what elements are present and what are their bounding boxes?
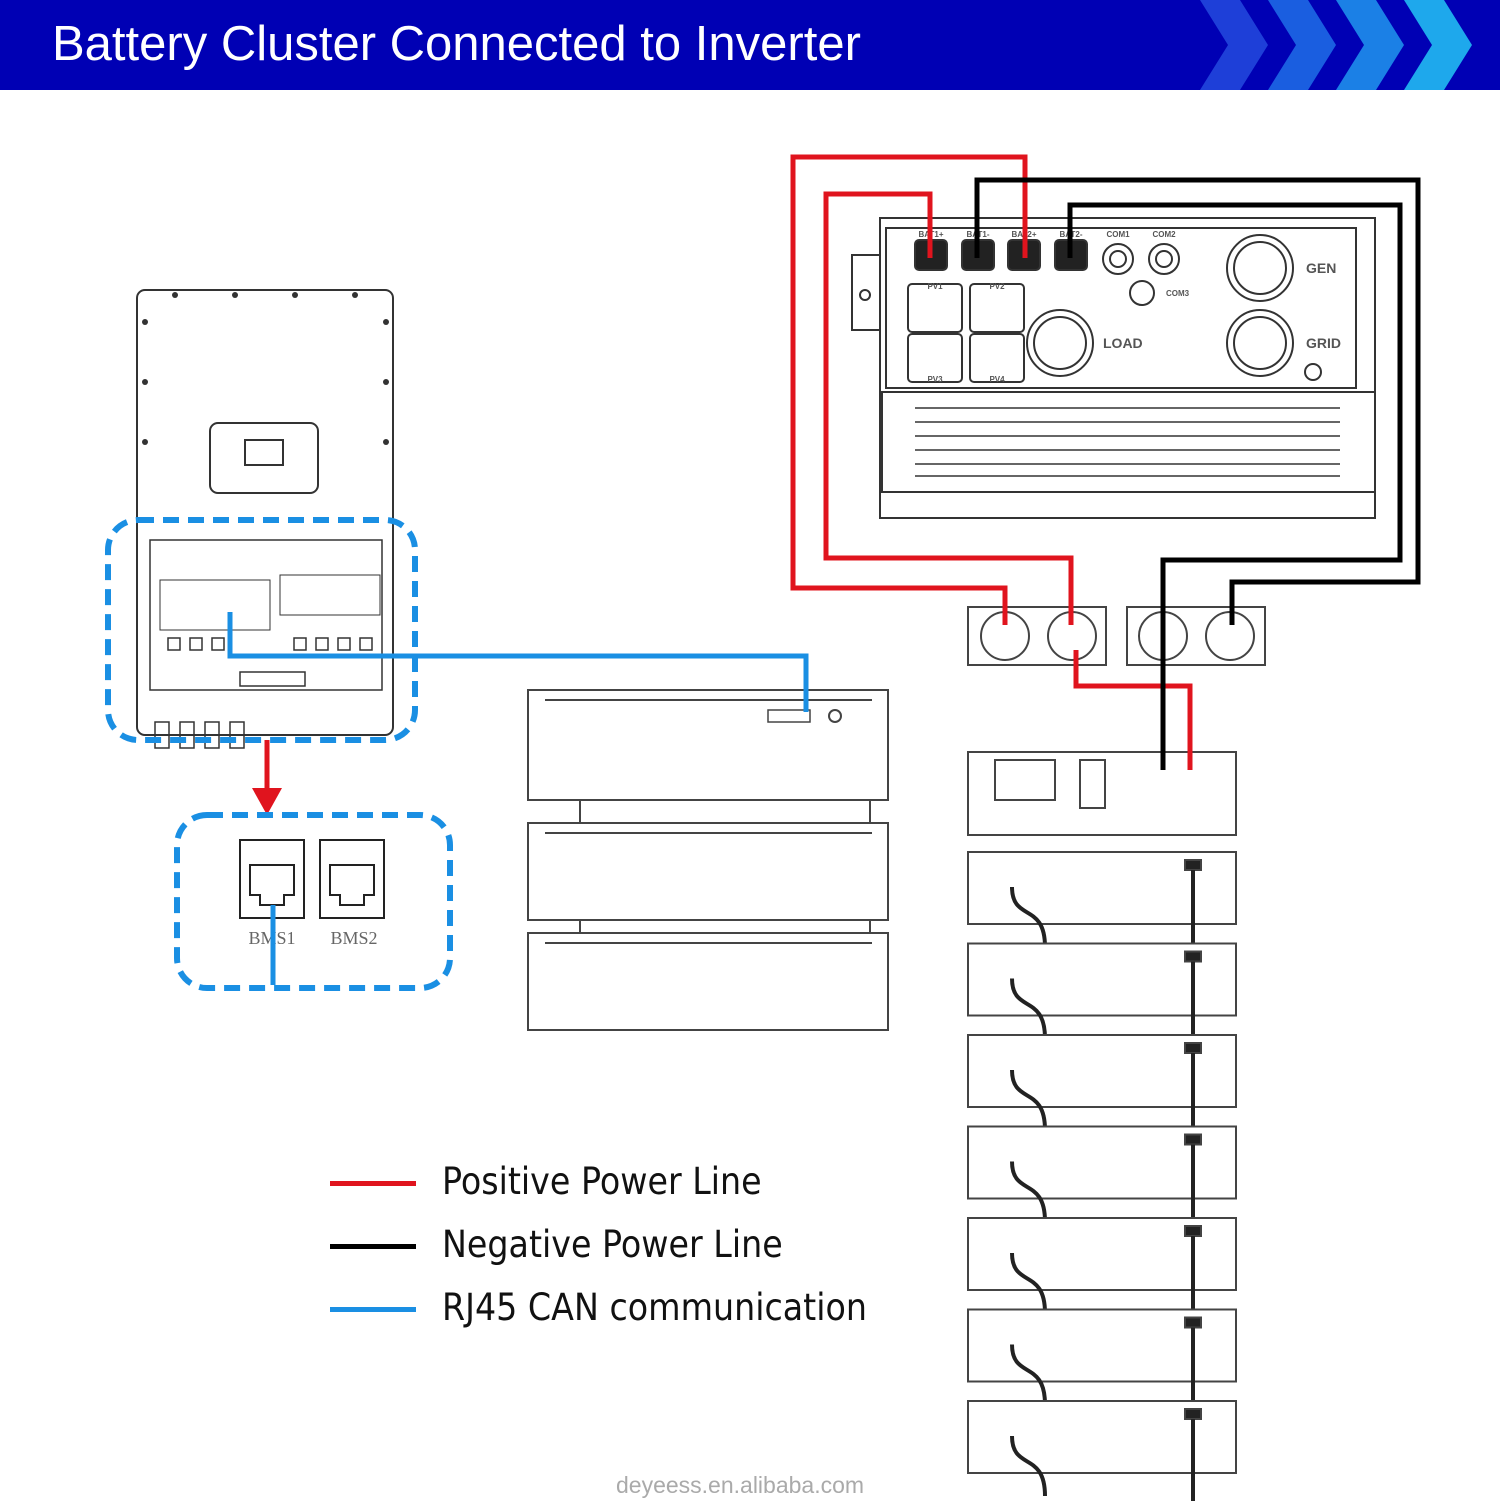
- series-cable: [1010, 1252, 1047, 1314]
- terminal-icon: [1184, 1408, 1202, 1420]
- cable-gland-box: [967, 606, 1266, 666]
- terminal-icon: [1184, 1042, 1202, 1054]
- pv2-label: PV2: [989, 282, 1005, 291]
- can-line: [227, 612, 809, 712]
- terminal-icon: [1184, 950, 1202, 963]
- pv1-label: PV1: [927, 282, 943, 291]
- com1-label: COM1: [1106, 230, 1130, 239]
- title-banner: Battery Cluster Connected to Inverter: [0, 0, 1500, 90]
- page-title: Battery Cluster Connected to Inverter: [52, 17, 861, 71]
- legend-label-can: RJ45 CAN communication: [442, 1286, 867, 1329]
- positive-line-2: [823, 191, 1074, 625]
- bms-port-highlight: [174, 812, 453, 991]
- legend-swatch-negative: [330, 1244, 416, 1249]
- series-cable: [1010, 1161, 1047, 1222]
- load-label: LOAD: [1103, 335, 1143, 351]
- terminal-icon: [1184, 859, 1202, 871]
- com2-label: COM2: [1152, 230, 1176, 239]
- negative-line-1: [974, 177, 1421, 625]
- series-cable: [1010, 1344, 1047, 1405]
- terminal-icon: [1184, 1225, 1202, 1237]
- pv3-label: PV3: [927, 375, 943, 384]
- legend-swatch-positive: [330, 1181, 416, 1186]
- arrow-down-icon: [252, 740, 282, 815]
- chevron-arrows-icon: [1200, 0, 1472, 90]
- positive-line-3: [1073, 650, 1193, 770]
- hybrid-inverter-front: [136, 289, 394, 749]
- legend-swatch-can: [330, 1307, 416, 1312]
- series-cable: [1010, 1435, 1047, 1497]
- hybrid-inverter-bottom: [851, 217, 1376, 519]
- rj45-port-icon: [319, 839, 385, 919]
- series-cable: [1010, 978, 1047, 1039]
- legend-label-positive: Positive Power Line: [442, 1160, 762, 1203]
- series-cable: [1010, 1069, 1047, 1131]
- comm-port-highlight: [105, 517, 418, 743]
- com3-label: COM3: [1166, 289, 1190, 298]
- series-cable: [1010, 886, 1047, 948]
- legend-label-negative: Negative Power Line: [442, 1223, 783, 1266]
- battery-module-stack: [527, 689, 889, 1031]
- pv4-label: PV4: [989, 375, 1005, 384]
- watermark: deyeess.en.alibaba.com: [616, 1472, 865, 1498]
- battery-cluster-stack: [967, 751, 1237, 1501]
- positive-line-1: [790, 154, 1028, 625]
- negative-line-2: [1067, 202, 1403, 770]
- terminal-icon: [1184, 1133, 1202, 1146]
- gen-label: GEN: [1306, 260, 1336, 276]
- terminal-icon: [1184, 1316, 1202, 1329]
- bms2-label: BMS2: [330, 928, 377, 948]
- grid-label: GRID: [1306, 335, 1341, 351]
